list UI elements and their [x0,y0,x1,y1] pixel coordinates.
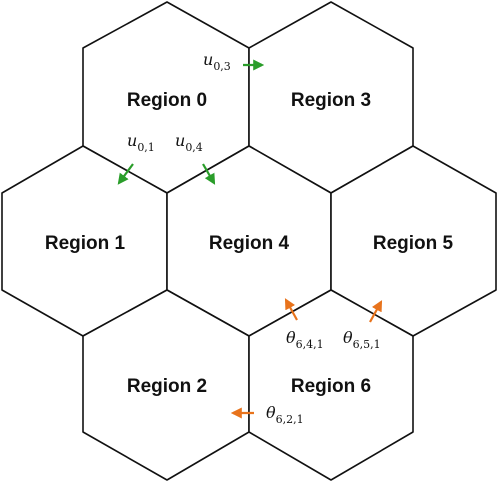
arrow-u-0-1 [117,163,134,185]
arrow-theta-6-4-1 [284,298,298,321]
region-label-0: Region 0 [127,90,207,111]
annotation-labels: u0,3 u0,1 u0,4 θ6,4,1 θ6,5,1 θ6,2,1 [127,50,381,426]
region-label-3: Region 3 [291,90,371,111]
label-theta-6-5-1-subscript: 6,5,1 [353,338,381,351]
parameter-arrows [230,298,383,419]
label-u-0-1-subscript: 0,1 [137,141,155,154]
region-label-1: Region 1 [45,233,126,254]
label-u-0-3-symbol: u [203,50,213,69]
control-arrows [117,59,265,185]
label-theta-6-5-1: θ6,5,1 [343,328,381,351]
label-u-0-4-symbol: u [175,131,185,150]
label-theta-6-5-1-symbol: θ [343,328,353,347]
hex-region-6 [248,289,414,481]
arrow-u-0-4 [202,163,216,185]
label-u-0-3: u0,3 [203,50,231,73]
region-label-6: Region 6 [291,376,371,397]
region-labels: Region 0 Region 3 Region 1 Region 4 Regi… [45,90,454,397]
label-theta-6-2-1-subscript: 6,2,1 [276,413,304,426]
label-u-0-1: u0,1 [127,131,155,154]
region-label-4: Region 4 [209,233,290,254]
label-u-0-4-subscript: 0,4 [185,141,203,154]
label-u-0-3-subscript: 0,3 [213,60,231,73]
label-theta-6-4-1-symbol: θ [286,328,296,347]
region-label-2: Region 2 [127,376,207,397]
region-label-5: Region 5 [373,233,454,254]
label-theta-6-2-1: θ6,2,1 [266,403,304,426]
label-u-0-4: u0,4 [175,131,203,154]
label-theta-6-4-1: θ6,4,1 [286,328,324,351]
label-theta-6-4-1-subscript: 6,4,1 [296,338,324,351]
label-u-0-1-symbol: u [127,131,137,150]
arrow-theta-6-5-1 [369,300,383,323]
label-theta-6-2-1-symbol: θ [266,403,276,422]
